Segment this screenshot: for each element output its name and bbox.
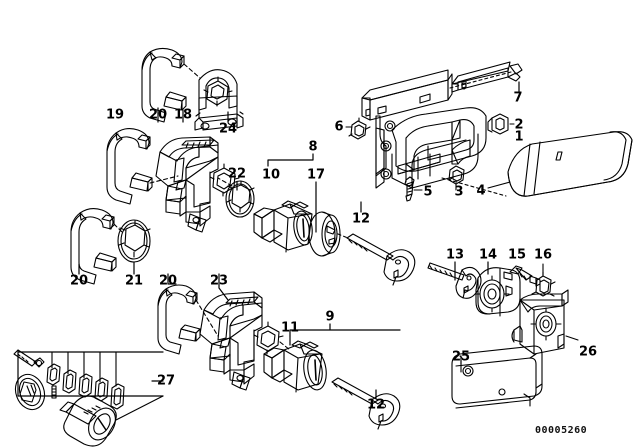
part-20-upper [141,47,187,123]
callout-14: 14 [478,247,498,263]
callout-19: 19 [105,107,125,123]
callout-23: 23 [209,273,229,289]
part-5-screw [404,176,415,202]
part-6-grommet [348,117,371,140]
callout-24: 24 [218,121,238,137]
callout-3: 3 [454,184,464,200]
part-22 [225,180,255,218]
part-23-carrier [199,291,284,391]
part-27-kit [13,349,164,447]
part-3-nut [448,165,465,191]
callout-10: 10 [261,167,281,183]
part-12-key-lower [331,377,401,430]
part-10-lock-cylinder [253,200,313,253]
part-12-key-upper [346,233,416,286]
callout-25: 25 [451,349,471,365]
part-4-grip [507,131,633,197]
watermark-text: 00005260 [535,425,588,436]
callout-18: 18 [173,107,193,123]
callout-4: 4 [476,183,486,199]
callout-9: 9 [325,309,335,325]
part-11-lock-cylinder-lower [263,340,327,393]
part-26-bracket [511,289,569,355]
part-19 [106,127,153,205]
callout-2: 2 [514,117,524,133]
callout-20-a: 20 [148,107,168,123]
callout-13: 13 [445,247,465,263]
part-2-clip [487,113,509,135]
callout-17: 17 [306,167,326,183]
part-1-handle-housing [361,69,487,189]
callout-20-c: 20 [158,273,178,289]
callout-6: 6 [334,119,344,135]
callout-leaders [78,81,520,399]
callout-21: 21 [124,273,144,289]
callout-16: 16 [533,247,553,263]
callout-5: 5 [423,184,433,200]
part-20-row3 [70,207,117,285]
callout-27: 27 [156,373,176,389]
callout-8: 8 [308,139,318,155]
callout-22: 22 [227,166,247,182]
part-7-rod [451,61,523,93]
callout-12-b: 12 [366,397,386,413]
callout-26: 26 [578,344,598,360]
callout-20-b: 20 [69,273,89,289]
part-17-bezel [308,211,341,257]
callout-7: 7 [513,90,523,106]
callout-1: 1 [514,129,524,145]
part-24 [194,69,244,131]
callout-11: 11 [280,320,300,336]
part-14-barrel [474,267,521,317]
part-21-washer [117,219,151,263]
callout-12-a: 12 [351,211,371,227]
callout-15: 15 [507,247,527,263]
part-20-row4 [157,284,201,355]
